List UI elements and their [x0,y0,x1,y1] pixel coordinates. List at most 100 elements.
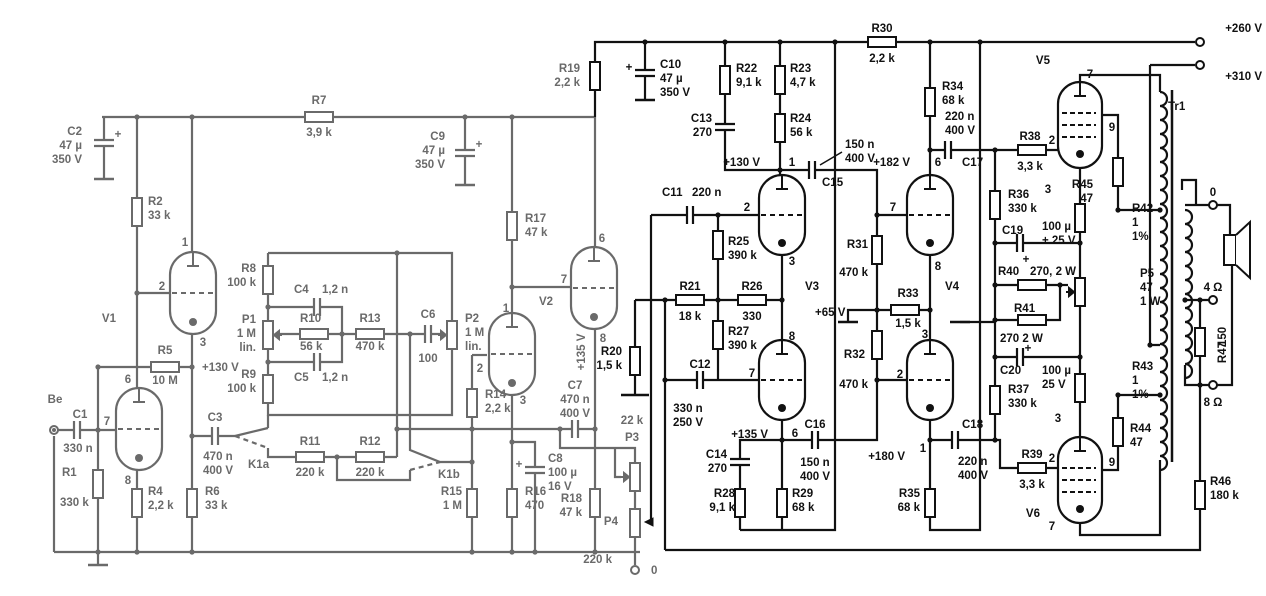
resistor-body [506,488,518,518]
value-label-C11: 220 n [692,187,721,199]
resistor-R35 [924,488,936,518]
junction-dot [509,439,515,445]
ref-label-R23: R23 [790,63,811,75]
input-label: Be [48,394,63,406]
junction-dot [977,39,983,45]
resistor-body [355,328,385,340]
transformer-primary [1159,90,1169,472]
ref-label-C18: C18 [962,419,984,431]
resistor-body [871,330,883,360]
resistor-body [589,488,601,518]
capacitor-C4 [312,298,322,316]
value-label-C1: 330 n [63,443,92,455]
junction-dot [407,331,413,337]
tube-label-V6: V6 [1026,508,1040,520]
resistor-R9 [262,374,274,404]
transformer-secondary [1184,208,1194,380]
resistor-body [989,190,1001,220]
junction-dot [1147,342,1153,348]
value-label-C16: 150 n [800,457,829,469]
tube-cathode [778,404,786,412]
ref-label-C16: C16 [804,419,825,431]
ref-label-C14: C14 [706,449,728,461]
resistor-R16 [506,488,518,518]
resistor-body [1112,157,1124,187]
resistor-body [1017,462,1047,474]
ref-label-C4: C4 [294,284,309,296]
value-label-C10: 350 V [660,87,690,99]
resistor-body [712,320,724,350]
capacitor-C7 [570,420,580,438]
pin-number: 1 [182,237,189,249]
junction-dot [662,377,668,383]
tube-V1b [114,386,164,472]
value-label-C12: 330 n [673,403,702,415]
capacitor-C5 [312,353,322,371]
value-label-R41: 270 2 W [1000,333,1043,345]
resistor-body [989,385,1001,415]
ref-label-R8: R8 [241,263,256,275]
ref-label-C7: C7 [568,380,583,392]
value-label-C2: 47 µ [59,140,82,152]
resistor-body [629,462,641,492]
resistor-R18 [589,488,601,518]
resistor-R46 [1194,480,1206,510]
tube-anode [506,313,518,328]
ref-label-C5: C5 [294,372,309,384]
junction-dot [95,364,101,370]
pin-number: 2 [477,363,483,375]
resistor-R39 [1017,462,1047,474]
voltage-label: +130 V [202,362,239,374]
capacitor-C18 [950,431,960,449]
value-label-R37: 330 k [1008,398,1037,410]
cap-gap [951,431,959,449]
capacitor-C15 [807,161,817,179]
value-label-R4: 2,2 k [148,500,174,512]
value-label-R16: 470 [525,500,544,512]
cap-plates [455,148,475,158]
capacitor-C10 [635,68,655,78]
cap-gap [424,325,432,343]
terminal-icon [630,565,640,575]
resistor-R29 [776,488,788,518]
pin-number: 6 [935,157,941,169]
value-label-R23: 4,7 k [790,77,816,89]
pin-number: 8 [125,475,132,487]
value-label-R42: 1% [1132,231,1149,243]
ref-label-C11: C11 [662,187,683,199]
value-label-C18: 400 V [958,470,988,482]
wire [234,426,269,438]
pin-number: 8 [600,333,607,345]
leader-line [819,151,843,166]
pin-number: 9 [1109,122,1115,134]
tube-V2a [487,311,537,397]
tube-label-V1: V1 [102,313,117,325]
ref-label-R34: R34 [942,81,964,93]
cap-plates [1015,348,1025,366]
pin-number: 3 [922,329,928,341]
ref-label-C13: C13 [691,113,712,125]
junction-dot [777,39,783,45]
ref-label-P1: P1 [242,314,257,326]
ref-label-R35: R35 [899,488,921,500]
value-label-C3: 470 n [203,451,232,463]
pin-number: 7 [104,416,110,428]
wire [266,448,397,459]
resistor-R27 [712,320,724,350]
tube-anode [776,175,788,190]
cap-gap [808,161,816,179]
tube-label-V3: V3 [805,281,819,293]
value-label-R40: 270, 2 W [1030,266,1076,278]
capacitor-C11 [685,206,695,224]
ref-label-C17: C17 [962,157,983,169]
ref-label-C1: C1 [73,409,88,421]
ref-label-R18: R18 [561,493,583,505]
junction-dot [134,549,140,555]
resistor-body [131,197,143,227]
value-label-C17: 220 n [945,111,974,123]
resistor-body [774,65,786,95]
cap-gap [811,431,819,449]
junction-dot [874,212,880,218]
resistor-body [774,113,786,143]
resistor-R21 [675,294,705,306]
